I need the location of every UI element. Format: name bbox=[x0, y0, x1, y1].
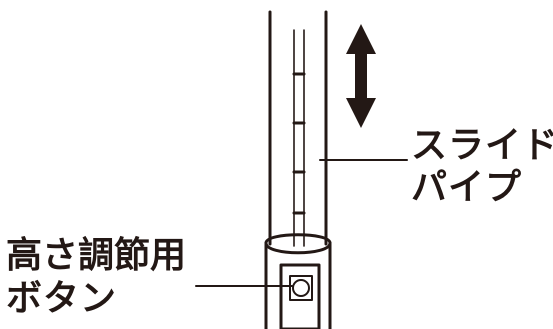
slide-pipe-label-line2: パイプ bbox=[411, 167, 523, 208]
slide-pipe bbox=[268, 10, 328, 247]
height-adjust-button bbox=[279, 263, 321, 329]
up-down-arrow-icon bbox=[346, 24, 376, 128]
height-button-label-line2: ボタン bbox=[6, 278, 118, 319]
outer-tube-collar bbox=[264, 233, 332, 329]
height-button-label: 高さ調節用 bbox=[6, 235, 187, 276]
slide-pipe-label: スライド bbox=[411, 125, 553, 166]
